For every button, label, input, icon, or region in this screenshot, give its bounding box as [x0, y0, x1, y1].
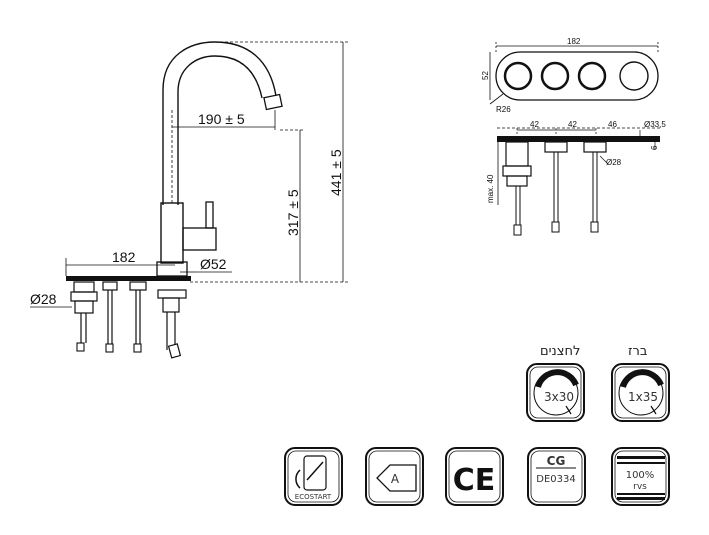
knob-diameter-label: Ø33,5	[644, 120, 666, 129]
ce-mark-icon: CE	[445, 447, 504, 506]
buttons-rotation-value: 3x30	[544, 390, 574, 404]
buttons-label: לחצנים	[540, 344, 580, 359]
tap-label: ברז	[628, 344, 647, 359]
max-depth-label: max. 40	[486, 174, 495, 203]
hole-spacing-label: 182	[112, 249, 136, 265]
spout-hole	[619, 61, 649, 91]
plate-top-labels: 182 52 R26	[481, 37, 581, 114]
valve-diameter-label: Ø28	[606, 158, 622, 167]
base-diameter-label: Ø52	[200, 256, 227, 272]
energy-class-icon: A	[365, 447, 424, 506]
steel-percent: 100%	[626, 470, 655, 481]
side-dimension-lines	[30, 41, 348, 308]
knob-2	[540, 61, 570, 91]
reach-label: 190 ± 5	[198, 111, 245, 127]
energy-class-text: A	[391, 472, 400, 486]
plate-width-label: 182	[567, 37, 581, 46]
ecostart-icon: ECOSTART	[284, 447, 343, 506]
plate-section-labels: 42 42 46 Ø33,5 6 Ø28 max. 40	[486, 120, 666, 203]
rotation-icon-buttons: לחצנים 3x30	[526, 344, 585, 422]
plate-depth-label: 52	[481, 71, 490, 80]
corner-radius-label: R26	[496, 105, 511, 114]
dvgw-mark: CG	[547, 454, 566, 468]
tap-rotation-value: 1x35	[628, 390, 658, 404]
plate-top-view	[489, 42, 659, 105]
ecostart-text: ECOSTART	[295, 493, 332, 501]
rotation-icon-tap: ברז 1x35	[611, 344, 670, 422]
steel-label: rvs	[633, 482, 647, 492]
ce-text: CE	[453, 463, 496, 498]
spacing-2-label: 42	[568, 120, 577, 129]
knob-3	[577, 61, 607, 91]
spacing-3-label: 46	[608, 120, 617, 129]
total-height-label: 441 ± 5	[328, 149, 344, 196]
spacing-1-label: 42	[530, 120, 539, 129]
knob-1	[503, 61, 533, 91]
stainless-steel-icon: 100% rvs	[611, 447, 670, 506]
plate-section-view	[497, 127, 660, 236]
dvgw-code: DE0334	[536, 474, 575, 485]
side-dimension-labels: 190 ± 5 317 ± 5 441 ± 5 182 Ø52 Ø28	[30, 111, 344, 307]
spout-height-label: 317 ± 5	[285, 189, 301, 236]
faucet-side-view	[66, 41, 283, 359]
hose-diameter-label: Ø28	[30, 291, 57, 307]
dvgw-icon: CG DE0334	[527, 447, 586, 506]
plate-thickness-label: 6	[650, 145, 659, 150]
